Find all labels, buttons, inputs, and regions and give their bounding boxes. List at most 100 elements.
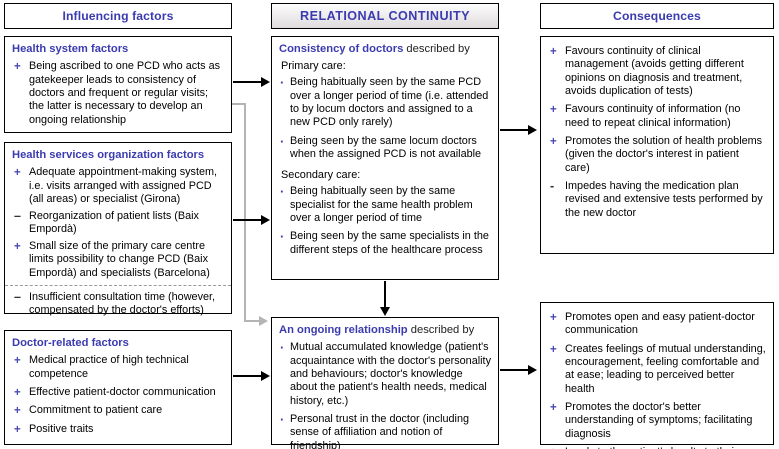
- list-item: + Medical practice of high technical com…: [12, 354, 224, 381]
- plus-marker-icon: +: [14, 61, 21, 74]
- list-item: + Positive traits: [12, 423, 224, 436]
- box-consistency-of-doctors: Consistency of doctors described by Prim…: [271, 36, 499, 280]
- bullet-list: + Promotes open and easy patient-doctor …: [548, 311, 766, 449]
- column-header-label: RELATIONAL CONTINUITY: [300, 9, 470, 23]
- dashed-divider: [5, 284, 231, 286]
- box-title-normal: described by: [403, 43, 470, 55]
- list-item: - Impedes having the medication plan rev…: [548, 178, 766, 220]
- box-title: Consistency of doctors described by: [279, 43, 491, 56]
- dot-bullet-icon: ·: [280, 133, 285, 149]
- list-item-text: Positive traits: [29, 422, 94, 435]
- list-item: + Adequate appointment-making system, i.…: [12, 166, 224, 206]
- box-title: Health services organization factors: [12, 149, 205, 161]
- plus-marker-icon: +: [550, 135, 557, 148]
- list-item-text: Reorganization of patient lists (Baix Em…: [29, 209, 199, 236]
- column-header-label: Influencing factors: [62, 9, 174, 23]
- dot-bullet-icon: ·: [280, 184, 285, 200]
- list-item: + Promotes the doctor's better understan…: [548, 401, 766, 441]
- plus-marker-icon: +: [14, 167, 21, 180]
- box-title-bold: Consistency of doctors: [279, 43, 404, 55]
- plus-marker-icon: +: [550, 446, 557, 449]
- box-consequences-relationship: + Promotes open and easy patient-doctor …: [540, 302, 774, 449]
- bullet-list-primary-care: · Being habitually seen by the same PCD …: [279, 75, 491, 162]
- list-item-text: Personal trust in the doctor (including …: [290, 412, 470, 449]
- connector-health-system-to-ongoing-gray-segment-2: [244, 103, 246, 321]
- connector-doctor-related-to-ongoing-arrowhead: [261, 371, 270, 381]
- minus-marker-icon: –: [14, 289, 21, 304]
- dot-bullet-icon: ·: [280, 75, 285, 91]
- bullet-list-secondary-care: · Being habitually seen by the same spec…: [279, 184, 491, 257]
- list-item-text: Creates feelings of mutual understanding…: [565, 342, 766, 395]
- plus-marker-icon: +: [550, 46, 557, 58]
- box-title: Health system factors: [12, 43, 129, 55]
- list-item: · Being habitually seen by the same spec…: [279, 184, 491, 225]
- minus-marker-icon: -: [550, 178, 555, 193]
- box-title-normal: described by: [407, 324, 475, 336]
- list-item-text: Being seen by the same specialists in th…: [290, 230, 489, 256]
- connector-health-system-to-ongoing-gray-segment-1: [232, 103, 246, 105]
- list-item-text: Being seen by the same locum doctors whe…: [290, 134, 482, 160]
- list-item: + Being ascribed to one PCD who acts as …: [12, 60, 224, 127]
- connector-ongoing-to-consequences-arrowhead: [528, 365, 537, 375]
- bullet-list-secondary: – Insufficient consultation time (howeve…: [12, 289, 224, 318]
- list-item-text: Being habitually seen by the same specia…: [290, 185, 473, 224]
- list-item: + Effective patient-doctor communication: [12, 386, 224, 399]
- dot-bullet-icon: ·: [280, 229, 285, 245]
- plus-marker-icon: +: [550, 104, 557, 117]
- group-label-primary-care: Primary care:: [281, 60, 346, 73]
- connector-consistency-to-ongoing-arrowhead: [379, 307, 390, 316]
- column-header-consequences: Consequences: [540, 3, 774, 29]
- list-item-text: Favours continuity of clinical managemen…: [565, 45, 744, 97]
- list-item: + Favours continuity of information (no …: [548, 103, 766, 130]
- list-item: + Small size of the primary care centre …: [12, 240, 224, 280]
- group-label-secondary-care: Secondary care:: [281, 169, 361, 182]
- list-item: · Being seen by the same specialists in …: [279, 229, 491, 257]
- column-header-label: Consequences: [613, 9, 701, 23]
- box-health-system-factors: Health system factors + Being ascribed t…: [4, 36, 232, 133]
- list-item: – Insufficient consultation time (howeve…: [12, 289, 224, 318]
- box-health-services-organization-factors: Health services organization factors + A…: [4, 142, 232, 316]
- list-item-text: Adequate appointment-making system, i.e.…: [29, 166, 218, 205]
- list-item: – Reorganization of patient lists (Baix …: [12, 208, 224, 237]
- connector-ongoing-to-consequences-line: [500, 369, 529, 371]
- minus-marker-icon: –: [14, 208, 21, 223]
- box-title: An ongoing relationship described by: [279, 324, 491, 337]
- plus-marker-icon: +: [550, 312, 557, 324]
- list-item: · Mutual accumulated knowledge (patient'…: [279, 340, 491, 408]
- list-item: · Personal trust in the doctor (includin…: [279, 411, 491, 449]
- plus-marker-icon: +: [14, 423, 21, 436]
- plus-marker-icon: +: [14, 405, 21, 418]
- list-item: · Being seen by the same locum doctors w…: [279, 133, 491, 162]
- connector-health-system-to-consistency-arrowhead: [261, 77, 270, 87]
- dot-bullet-icon: ·: [280, 340, 285, 356]
- list-item-text: Medical practice of high technical compe…: [29, 354, 189, 380]
- list-item-text: Small size of the primary care centre li…: [29, 239, 210, 279]
- bullet-list: + Adequate appointment-making system, i.…: [12, 166, 224, 280]
- box-doctor-related-factors: Doctor-related factors + Medical practic…: [4, 330, 232, 445]
- box-title: Doctor-related factors: [12, 337, 129, 349]
- list-item: + Promotes open and easy patient-doctor …: [548, 311, 766, 338]
- list-item-text: Promotes the solution of health problems…: [565, 134, 763, 174]
- bullet-list: + Medical practice of high technical com…: [12, 354, 224, 436]
- dot-bullet-icon: ·: [280, 411, 285, 427]
- list-item-text: Promotes the doctor's better understandi…: [565, 400, 753, 440]
- box-ongoing-relationship: An ongoing relationship described by · M…: [271, 317, 499, 449]
- list-item-text: Being ascribed to one PCD who acts as ga…: [29, 60, 221, 126]
- list-item: + Leads to the patient's loyalty to thei…: [548, 446, 766, 449]
- list-item-text: Commitment to patient care: [29, 404, 163, 417]
- box-consequences-consistency: + Favours continuity of clinical managem…: [540, 36, 774, 254]
- plus-marker-icon: +: [550, 343, 557, 356]
- connector-health-services-to-consistency-line: [233, 219, 262, 221]
- plus-marker-icon: +: [14, 355, 21, 368]
- connector-consistency-to-ongoing-line: [384, 281, 386, 309]
- connector-health-services-to-consistency-arrowhead: [261, 215, 270, 225]
- plus-marker-icon: +: [14, 386, 21, 399]
- list-item: + Commitment to patient care: [12, 404, 224, 417]
- box-title-bold: An ongoing relationship: [279, 324, 408, 336]
- list-item: + Promotes the solution of health proble…: [548, 135, 766, 175]
- list-item-text: Impedes having the medication plan revis…: [565, 179, 763, 219]
- connector-health-system-to-consistency-line: [233, 81, 262, 83]
- column-header-influencing-factors: Influencing factors: [4, 3, 232, 29]
- connector-consistency-to-consequences-line: [500, 129, 529, 131]
